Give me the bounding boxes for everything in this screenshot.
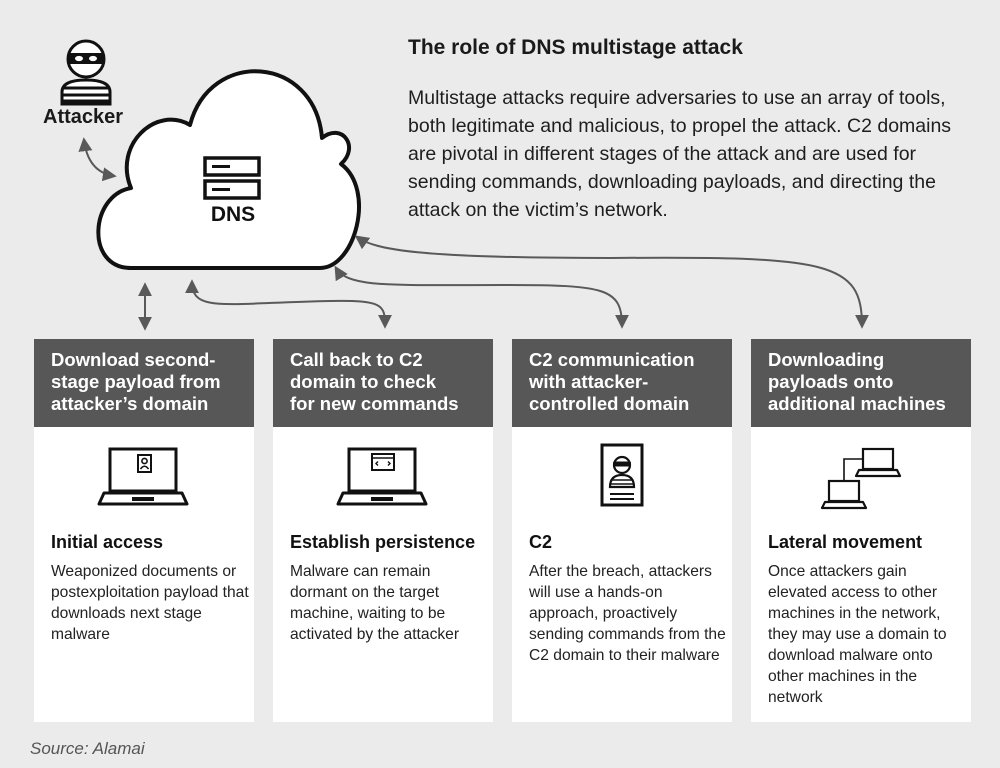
stage-header-line: Downloading: [768, 349, 885, 370]
stage-header: Downloading payloads onto additional mac…: [751, 339, 971, 427]
stage-header-line: attacker’s domain: [51, 393, 209, 414]
laptop-id-badge-icon: [97, 447, 189, 506]
networked-laptops-icon: [820, 447, 902, 510]
stage-description: Malware can remain dormant on the target…: [290, 563, 460, 643]
stage-header-line: domain to check: [290, 371, 436, 392]
stage-subtitle: C2: [529, 532, 553, 552]
server-icon: [203, 156, 261, 200]
stage-header-line: Call back to C2: [290, 349, 423, 370]
stage-card-c2: C2 communication with attacker- controll…: [512, 339, 732, 722]
stage-header-line: stage payload from: [51, 371, 221, 392]
description: Multistage attacks require adversaries t…: [408, 87, 952, 221]
stage-card-lateral-movement: Downloading payloads onto additional mac…: [751, 339, 971, 722]
attacker-dns-arrow: [78, 137, 117, 182]
stage-subtitle: Establish persistence: [290, 532, 476, 552]
stage-header-line: Download second-: [51, 349, 216, 370]
stage-header-line: payloads onto: [768, 371, 894, 392]
stage-header: Download second- stage payload from atta…: [34, 339, 254, 427]
laptop-code-window-icon: [336, 447, 428, 506]
stage4-dns-arrow: [354, 235, 869, 329]
burglar-icon: [60, 39, 112, 106]
stage-header-line: controlled domain: [529, 393, 690, 414]
stage-header-line: for new commands: [290, 393, 459, 414]
dns-label: DNS: [210, 203, 256, 226]
stage-header-line: with attacker-: [529, 371, 649, 392]
stage-card-establish-persistence: Call back to C2 domain to check for new …: [273, 339, 493, 722]
stage-header: C2 communication with attacker- controll…: [512, 339, 732, 427]
stage2-dns-arrow: [185, 279, 392, 329]
attacker-label: Attacker: [43, 106, 124, 128]
attacker-profile-card-icon: [600, 443, 644, 507]
stage-header-line: additional machines: [768, 393, 946, 414]
stage-header-line: C2 communication: [529, 349, 695, 370]
stage-card-initial-access: Download second- stage payload from atta…: [34, 339, 254, 722]
stage-description: Once attackers gain elevated access to o…: [768, 563, 947, 706]
stage3-dns-arrow: [334, 265, 629, 329]
page-title: The role of DNS multistage attack: [408, 36, 743, 59]
stage-subtitle: Lateral movement: [768, 532, 923, 552]
stage-description: Weaponized documents or postexploitation…: [51, 563, 249, 643]
stage-description: After the breach, attackers will use a h…: [529, 563, 726, 664]
source-credit: Source: Alamai: [30, 739, 145, 758]
stage-subtitle: Initial access: [51, 532, 164, 552]
stage-header: Call back to C2 domain to check for new …: [273, 339, 493, 427]
